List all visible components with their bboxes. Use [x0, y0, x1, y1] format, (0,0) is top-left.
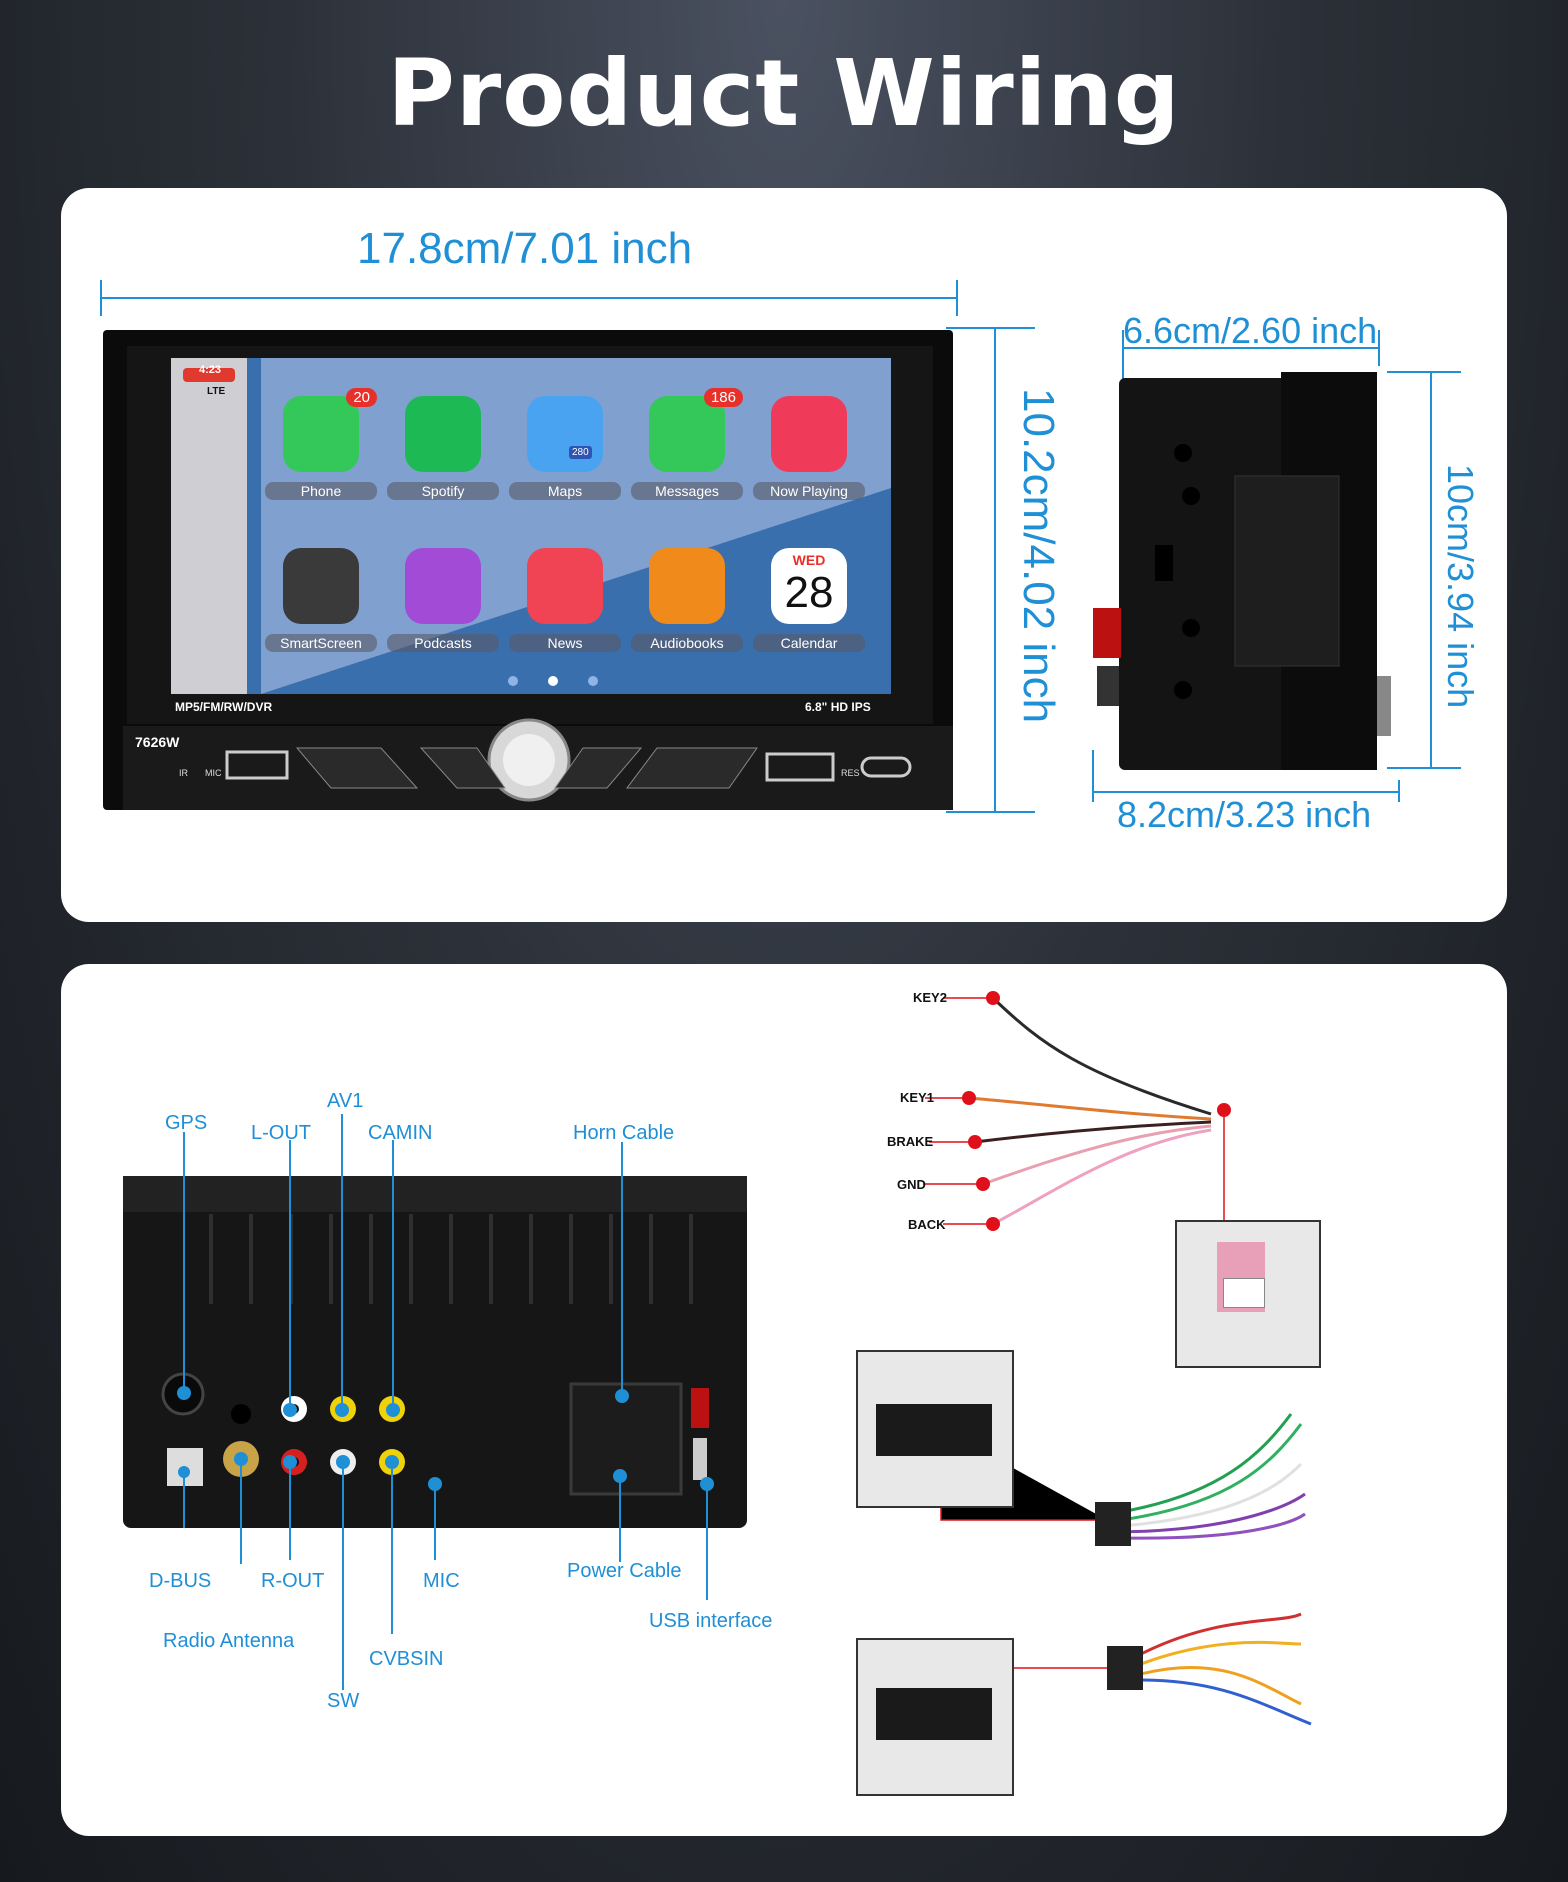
dimensions-card: 17.8cm/7.01 inch 10.2cm/4.02 inch 6.6cm/…: [61, 188, 1507, 922]
app-label: News: [509, 634, 621, 652]
app-label: Messages: [631, 482, 743, 500]
app-label: Audiobooks: [631, 634, 743, 652]
app-badge: 20: [346, 388, 377, 407]
app-label: Now Playing: [753, 482, 865, 500]
mic-label: MIC: [205, 768, 222, 778]
status-network: LTE: [207, 386, 226, 397]
iso-connector-photo-1: [856, 1350, 1014, 1508]
phone-icon: [283, 396, 359, 472]
status-time: 4:23: [198, 364, 222, 376]
caption-right: 6.8" HD IPS: [805, 700, 871, 714]
key2-label: KEY2: [913, 990, 947, 1005]
audiobooks-icon: [649, 548, 725, 624]
harness-plug-photo: [1175, 1220, 1321, 1368]
sw-callout: SW: [327, 1690, 360, 1712]
power-cable-callout: Power Cable: [567, 1560, 682, 1582]
caption-left: MP5/FM/RW/DVR: [175, 700, 273, 714]
messages-icon: [649, 396, 725, 472]
app-now-playing[interactable]: Now Playing: [753, 396, 865, 506]
app-audiobooks[interactable]: Audiobooks: [631, 548, 743, 658]
model-label: 7626W: [135, 734, 180, 750]
app-label: Spotify: [387, 482, 499, 500]
app-label: Phone: [265, 482, 377, 500]
home-icon: [283, 548, 359, 624]
maps-icon: [527, 396, 603, 472]
app-smartscreen[interactable]: SmartScreen: [265, 548, 377, 658]
brake-label: BRAKE: [887, 1134, 934, 1149]
now-playing-icon: [771, 396, 847, 472]
gnd-label: GND: [897, 1177, 926, 1192]
av1-callout: AV1: [327, 1090, 364, 1112]
app-podcasts[interactable]: Podcasts: [387, 548, 499, 658]
rout-callout: R-OUT: [261, 1570, 325, 1592]
key1-label: KEY1: [900, 1090, 934, 1105]
res-label: RES: [841, 768, 860, 778]
calendar-icon: [771, 548, 847, 624]
app-label: Maps: [509, 482, 621, 500]
cvbsin-callout: CVBSIN: [369, 1648, 444, 1670]
wiring-card: GPS AV1 L-OUT CAMIN Horn Cable D-BUS R-O…: [61, 964, 1507, 1836]
news-icon: [527, 548, 603, 624]
horn-cable-callout: Horn Cable: [573, 1122, 675, 1144]
dbus-callout: D-BUS: [149, 1570, 212, 1592]
podcasts-icon: [405, 548, 481, 624]
calendar-day: WED: [792, 552, 826, 568]
iso-connector-photo-2: [856, 1638, 1014, 1796]
lout-callout: L-OUT: [251, 1122, 311, 1144]
gps-callout: GPS: [165, 1112, 208, 1134]
height-dimension: 10.2cm/4.02 inch: [1014, 388, 1063, 724]
app-news[interactable]: News: [509, 548, 621, 658]
radio-antenna-callout: Radio Antenna: [163, 1630, 295, 1652]
depth-bottom-dimension: 8.2cm/3.23 inch: [1117, 794, 1372, 835]
usb-interface-callout: USB interface: [649, 1610, 773, 1632]
back-label: BACK: [908, 1217, 946, 1232]
calendar-date: 28: [784, 568, 834, 617]
camin-callout: CAMIN: [368, 1122, 433, 1144]
side-view: [1093, 372, 1391, 770]
mic-callout: MIC: [423, 1570, 460, 1592]
maps-shield: 280: [569, 446, 592, 459]
depth-top-dimension: 6.6cm/2.60 inch: [1123, 310, 1378, 351]
side-height-dimension: 10cm/3.94 inch: [1440, 464, 1481, 709]
app-label: Podcasts: [387, 634, 499, 652]
ir-label: IR: [179, 768, 188, 778]
app-badge: 186: [703, 388, 743, 407]
page-title: Product Wiring: [387, 40, 1181, 147]
rear-panel-diagram: [123, 991, 1312, 1726]
width-dimension: 17.8cm/7.01 inch: [357, 224, 693, 273]
spotify-icon: [405, 396, 481, 472]
app-label: SmartScreen: [265, 634, 377, 652]
app-label: Calendar: [753, 634, 865, 652]
app-spotify[interactable]: Spotify: [387, 396, 499, 506]
